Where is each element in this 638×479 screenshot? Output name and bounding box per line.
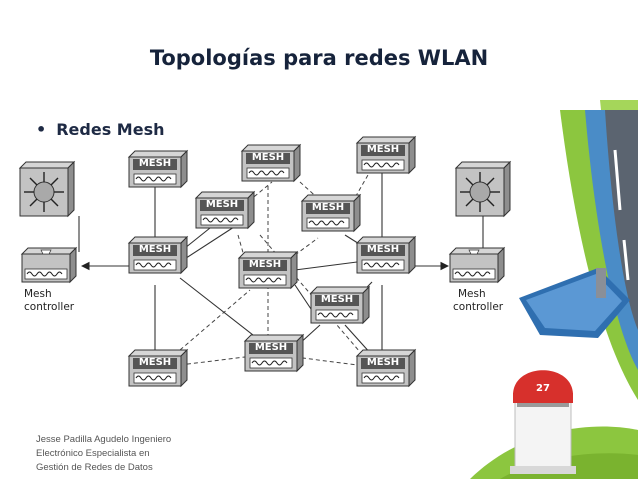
mesh-access-point-icon: [244, 334, 304, 372]
author-footer: Jesse Padilla Agudelo Ingeniero Electrón…: [36, 433, 206, 475]
footer-line: Gestión de Redes de Datos: [36, 462, 153, 473]
bullet-icon: •: [36, 120, 47, 139]
mesh-node-label: MESH: [139, 158, 171, 169]
footer-line: Electrónico Especialista en: [36, 448, 150, 459]
controller-label: controller: [24, 301, 75, 313]
link: [294, 237, 319, 256]
mesh-access-point-icon: [301, 194, 361, 232]
mesh-controller-device: [449, 247, 505, 283]
link: [179, 289, 251, 351]
mesh-access-point-icon: [195, 191, 255, 229]
mesh-node-label: MESH: [252, 152, 284, 163]
mesh-access-point-icon: [128, 236, 188, 274]
controller-label: Mesh: [24, 288, 52, 300]
footer-line: Jesse Padilla Agudelo Ingeniero: [36, 434, 172, 445]
mesh-node-label: MESH: [312, 202, 344, 213]
mesh-node-label: MESH: [139, 244, 171, 255]
mesh-node-label: MESH: [249, 259, 281, 270]
mesh-access-point-icon: [356, 349, 416, 387]
slide-number: 27: [536, 383, 550, 394]
mesh-access-point-icon: [241, 144, 301, 182]
link: [294, 261, 358, 271]
mesh-access-point-icon: [310, 286, 370, 324]
controller-label: controller: [453, 301, 504, 313]
milestone-icon: [510, 370, 576, 474]
link: [179, 277, 263, 343]
mesh-access-point-icon: [356, 136, 416, 174]
bullet-text: Redes Mesh: [56, 120, 165, 139]
mesh-node-label: MESH: [255, 342, 287, 353]
mesh-node-label: MESH: [367, 244, 399, 255]
mesh-node-label: MESH: [367, 357, 399, 368]
controller-label: Mesh: [458, 288, 486, 300]
link: [237, 234, 245, 257]
mesh-access-point-icon: [128, 150, 188, 188]
mesh-access-point-icon: [356, 236, 416, 274]
mesh-access-point-icon: [128, 349, 188, 387]
link: [294, 356, 358, 366]
multilayer-switch-icon: [455, 161, 511, 217]
road-sign-icon: [519, 268, 630, 338]
mesh-node-label: MESH: [139, 357, 171, 368]
mesh-node-label: MESH: [367, 144, 399, 155]
mesh-node-label: MESH: [206, 199, 238, 210]
link: [259, 234, 361, 353]
mesh-controller-device: [21, 247, 77, 283]
link: [179, 226, 235, 263]
slide-title: Topologías para redes WLAN: [149, 46, 489, 70]
link: [179, 356, 246, 366]
mesh-access-point-icon: [238, 251, 298, 289]
mesh-node-label: MESH: [321, 294, 353, 305]
bullet-item: • Redes Mesh: [36, 120, 165, 139]
multilayer-switch-icon: [19, 161, 75, 217]
